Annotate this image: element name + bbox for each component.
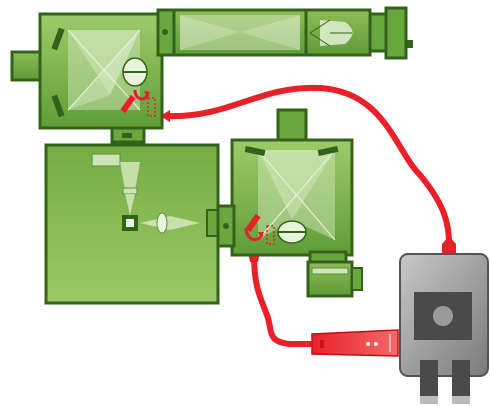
eyepiece-module	[304, 8, 372, 57]
spectrograph-top	[38, 8, 176, 144]
microscope-body	[44, 143, 220, 305]
end-cap	[368, 6, 413, 60]
trigger-device	[311, 329, 399, 357]
controller-box	[399, 253, 489, 404]
cable-spectrograph-right-to-trigger	[247, 248, 318, 347]
relay-tube	[172, 8, 308, 57]
spectrograph-right	[216, 108, 354, 266]
cable-spectrograph-top-to-controller	[160, 84, 456, 254]
detector-camera	[306, 260, 363, 298]
